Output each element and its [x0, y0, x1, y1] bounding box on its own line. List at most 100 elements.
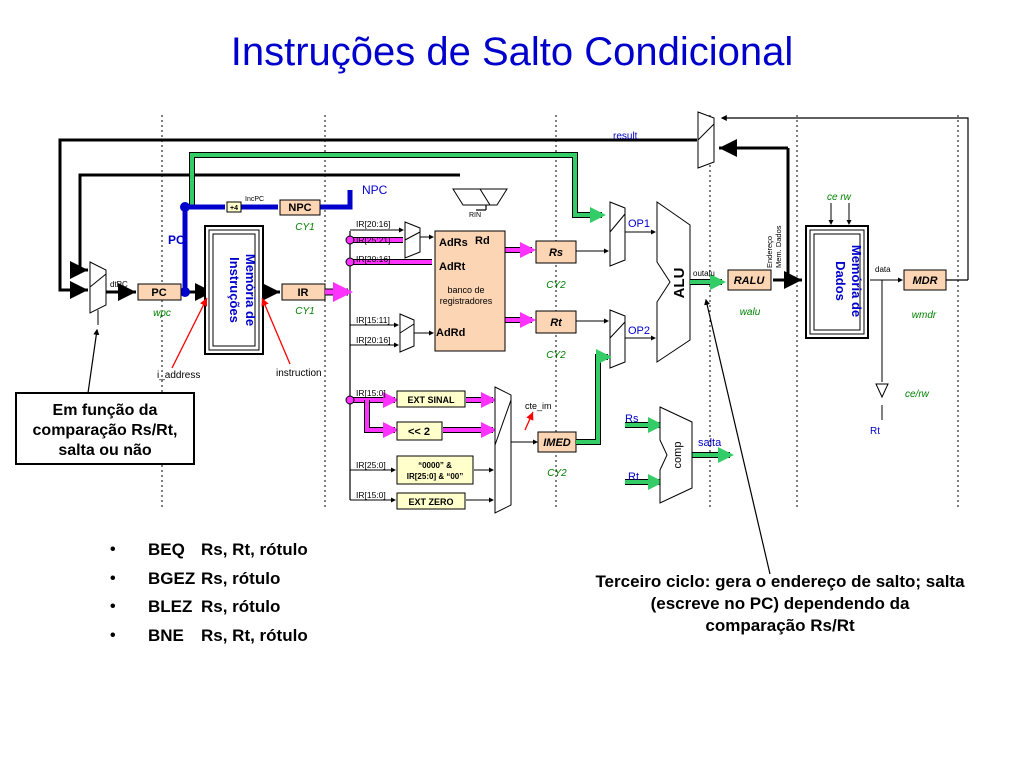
list-item: • BNE Rs, Rt, rótulo: [110, 622, 308, 651]
ir-field-20-16-a: IR[20:16]: [356, 219, 391, 229]
shift-label: << 2: [408, 426, 430, 438]
concat-label-2: IR[25:0] & “00”: [407, 472, 463, 481]
note-line-3: salta ou não: [58, 442, 152, 459]
imed-label: IMED: [543, 437, 571, 449]
adrs-label: AdRs: [439, 237, 468, 249]
instruction-label: instruction: [276, 368, 322, 379]
rs-register-label: Rs: [549, 247, 563, 259]
bullet-args: Rs, rótulo: [201, 597, 281, 617]
note-box: Em função da comparação Rs/Rt, salta ou …: [15, 392, 195, 465]
shift-box: [396, 421, 443, 441]
ralu-register: [727, 269, 772, 291]
plus4-box: [226, 201, 242, 213]
rs-cy2: CY2: [546, 280, 566, 291]
ralu-label: RALU: [734, 275, 766, 287]
green-path: [189, 152, 606, 223]
op-muxes: [609, 201, 626, 369]
comparator: [659, 406, 693, 504]
imm-mux: [494, 386, 538, 514]
npc-top-label: NPC: [362, 183, 388, 197]
data-mem-label-2: Dados: [833, 261, 848, 301]
ir-field-15-0-b: IR[15:0]: [356, 490, 386, 500]
comp-label: comp: [672, 442, 684, 469]
npc-register-label: NPC: [288, 202, 311, 214]
result-label: result: [613, 131, 638, 142]
page-title: Instruções de Salto Condicional: [230, 30, 794, 74]
endereco-label-1: Endereço: [765, 236, 774, 268]
adrt-label: AdRt: [439, 261, 466, 273]
ce-rw-top-label: ce rw: [827, 192, 852, 203]
wpc-label: wpc: [153, 308, 171, 319]
adrd-label: AdRd: [436, 327, 465, 339]
bullet-args: Rs, Rt, rótulo: [201, 540, 308, 560]
ir-field-20-16-b: IR[20:16]: [356, 254, 391, 264]
rt-register: [535, 310, 577, 334]
mdr-register: [903, 269, 947, 291]
note-line-2: comparação Rs/Rt,: [32, 422, 178, 439]
bullet-dot: •: [110, 598, 116, 616]
endereco-label-2: Mem. Dados: [774, 225, 783, 268]
npc-cy1: CY1: [295, 222, 314, 233]
bullet-dot: •: [110, 626, 116, 644]
pc-label: PC: [168, 233, 185, 247]
caption-line-2: (escreve no PC) dependendo da: [650, 594, 910, 613]
wmdr-label: wmdr: [912, 310, 937, 321]
mdr-label: MDR: [912, 275, 937, 287]
ce-rw-label: ce/rw: [905, 389, 930, 400]
ir-register-label: IR: [298, 287, 309, 299]
bullet-op: BLEZ: [148, 597, 193, 617]
concat-label-1: “0000” &: [418, 461, 452, 470]
ext-sinal-box: [396, 390, 466, 408]
instr-mem-label-1: Memória de: [243, 254, 258, 326]
bullet-dot: •: [110, 569, 116, 587]
list-item: • BGEZ Rs, rótulo: [110, 565, 308, 594]
ir-field-25-0: IR[25:0]: [356, 460, 386, 470]
ir-field-20-16-c: IR[20:16]: [356, 335, 391, 345]
imed-cy2: CY2: [547, 468, 567, 479]
rs-register: [535, 240, 577, 264]
feedback-wires: [58, 138, 802, 301]
note-line-1: Em função da: [52, 402, 158, 419]
comp-rt-label: Rt: [628, 471, 639, 483]
npc-register: [279, 199, 321, 216]
tristate-buffer: [875, 383, 889, 399]
op2-label: OP2: [628, 325, 650, 337]
pc-register: [137, 283, 182, 301]
instruction-memory: [204, 225, 264, 355]
outalu-label: outalu: [693, 269, 715, 278]
data-mem-label-1: Memória de: [849, 245, 864, 317]
ir-field-15-0-a: IR[15:0]: [356, 388, 386, 398]
alu-label: ALU: [671, 268, 688, 299]
instruction-list: • BEQ Rs, Rt, rótulo • BGEZ Rs, rótulo •…: [110, 536, 308, 650]
salta-label: salta: [698, 437, 722, 449]
instr-mem-label-2: Instruções: [227, 257, 242, 323]
ext-sinal-label: EXT SINAL: [407, 395, 455, 405]
list-item: • BEQ Rs, Rt, rótulo: [110, 536, 308, 565]
cte-im-label: cte_im: [525, 401, 552, 411]
bullet-dot: •: [110, 541, 116, 559]
plus4-label: +4: [230, 205, 238, 212]
rt-register-label: Rt: [550, 317, 563, 329]
list-item: • BLEZ Rs, rótulo: [110, 593, 308, 622]
ir-cy1: CY1: [295, 306, 314, 317]
i-address-label: i_address: [157, 370, 200, 381]
comp-rs-label: Rs: [625, 413, 639, 425]
cycle-dividers: [161, 115, 959, 510]
pc-mux: [89, 261, 107, 325]
caption: Terceiro ciclo: gera o endereço de salto…: [540, 571, 1020, 637]
ir-field-25-21: IR[25:21]: [356, 235, 391, 245]
incpc-label: IncPC: [245, 196, 264, 203]
bullet-op: BNE: [148, 625, 184, 645]
data-label: data: [875, 265, 891, 274]
concat-box: [396, 455, 474, 485]
caption-line-3: comparação Rs/Rt: [705, 616, 855, 635]
field-muxes: [399, 221, 421, 353]
bullet-op: BEQ: [148, 540, 185, 560]
rd-label: Rd: [475, 235, 490, 247]
banco-label-2: registradores: [440, 296, 493, 306]
op1-label: OP1: [628, 218, 650, 230]
rin-label: RIN: [469, 212, 481, 219]
rt-out-label: Rt: [870, 426, 880, 437]
result-mux: [697, 111, 715, 169]
